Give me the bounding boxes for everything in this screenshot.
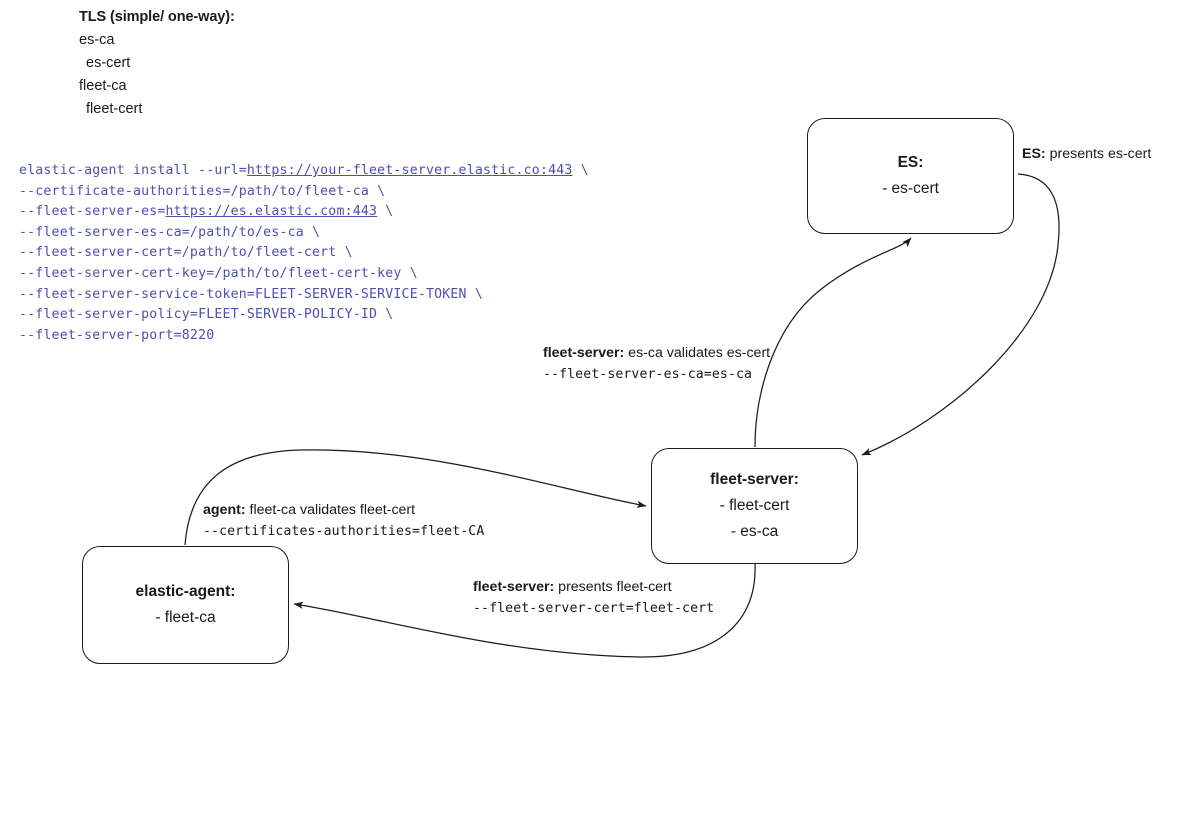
command-line-5: --fleet-server-cert=/path/to/fleet-cert …: [19, 243, 589, 264]
edge-label-fleet-server-presents-flag: --fleet-server-cert=fleet-cert: [473, 601, 715, 616]
command-line-6: --fleet-server-cert-key=/path/to/fleet-c…: [19, 264, 589, 285]
legend-title: TLS (simple/ one-way):: [79, 9, 235, 25]
command-text: --fleet-server-cert=/path/to/fleet-cert …: [19, 245, 353, 261]
legend-item-fleet-cert: fleet-cert: [86, 101, 143, 117]
node-elastic-agent-line-1: - fleet-ca: [155, 609, 216, 626]
command-text: --fleet-server-policy=FLEET-SERVER-POLIC…: [19, 307, 394, 323]
command-text: --certificate-authorities=/path/to/fleet…: [19, 183, 386, 199]
edge-label-agent-validates-text: fleet-ca validates fleet-cert: [245, 502, 416, 518]
legend-item-es-ca: es-ca: [79, 32, 115, 48]
edge-label-es-presents: ES: presents es-cert: [1022, 144, 1151, 165]
command-text: --fleet-server-es-ca=/path/to/es-ca \: [19, 224, 321, 240]
install-command-block: elastic-agent install --url=https://your…: [19, 161, 589, 346]
edge-label-fleet-server-validates-actor: fleet-server:: [543, 345, 625, 361]
node-es-line-1: - es-cert: [882, 180, 939, 197]
edge-label-fleet-server-validates: fleet-server: es-ca validates es-cert --…: [543, 343, 770, 385]
edge-label-es-presents-actor: ES:: [1022, 146, 1046, 162]
edge-label-agent-validates-flag: --certificates-authorities=fleet-CA: [203, 524, 485, 539]
node-fleet-server-line-1: - fleet-cert: [719, 497, 790, 514]
node-es[interactable]: ES: - es-cert: [807, 118, 1014, 234]
edge-fleet-to-es: [754, 237, 912, 448]
command-text: \: [377, 204, 394, 220]
node-fleet-server-line-2: - es-ca: [730, 523, 779, 540]
command-line-3: --fleet-server-es=https://es.elastic.com…: [19, 202, 589, 223]
node-elastic-agent[interactable]: elastic-agent: - fleet-ca: [82, 546, 289, 664]
node-es-title: ES:: [897, 154, 924, 171]
command-line-4: --fleet-server-es-ca=/path/to/es-ca \: [19, 223, 589, 244]
legend-item-fleet-ca: fleet-ca: [79, 78, 127, 94]
command-text: --fleet-server-cert-key=/path/to/fleet-c…: [19, 265, 418, 281]
command-line-7: --fleet-server-service-token=FLEET-SERVE…: [19, 285, 589, 306]
node-fleet-server-title: fleet-server:: [710, 471, 799, 488]
edge-label-agent-validates: agent: fleet-ca validates fleet-cert --c…: [203, 500, 484, 542]
edge-label-fleet-server-presents-actor: fleet-server:: [473, 579, 555, 595]
command-url-link[interactable]: https://your-fleet-server.elastic.co:443: [246, 163, 573, 178]
edge-label-fleet-server-validates-text: es-ca validates es-cert: [624, 345, 771, 361]
edge-label-fleet-server-presents-text: presents fleet-cert: [554, 579, 672, 595]
command-text: --fleet-server-service-token=FLEET-SERVE…: [19, 286, 483, 302]
command-line-9: --fleet-server-port=8220: [19, 326, 589, 347]
command-text: --fleet-server-es=: [19, 204, 166, 220]
command-text: --fleet-server-port=8220: [19, 327, 215, 343]
command-text: \: [572, 163, 589, 178]
legend-item-es-cert: es-cert: [86, 55, 131, 71]
command-line-8: --fleet-server-policy=FLEET-SERVER-POLIC…: [19, 305, 589, 326]
tls-legend: TLS (simple/ one-way): es-ca es-cert fle…: [79, 6, 235, 121]
edge-label-es-presents-text: presents es-cert: [1045, 146, 1152, 162]
node-elastic-agent-title: elastic-agent:: [135, 583, 236, 600]
node-fleet-server[interactable]: fleet-server: - fleet-cert - es-ca: [651, 448, 858, 564]
command-line-2: --certificate-authorities=/path/to/fleet…: [19, 182, 589, 203]
command-url-link[interactable]: https://es.elastic.com:443: [165, 204, 378, 220]
edge-label-fleet-server-validates-flag: --fleet-server-es-ca=es-ca: [543, 367, 753, 382]
command-text: elastic-agent install --url=: [19, 163, 247, 178]
command-line-1: elastic-agent install --url=https://your…: [19, 161, 589, 182]
edge-label-fleet-server-presents: fleet-server: presents fleet-cert --flee…: [473, 577, 714, 619]
edge-label-agent-validates-actor: agent:: [203, 502, 246, 518]
